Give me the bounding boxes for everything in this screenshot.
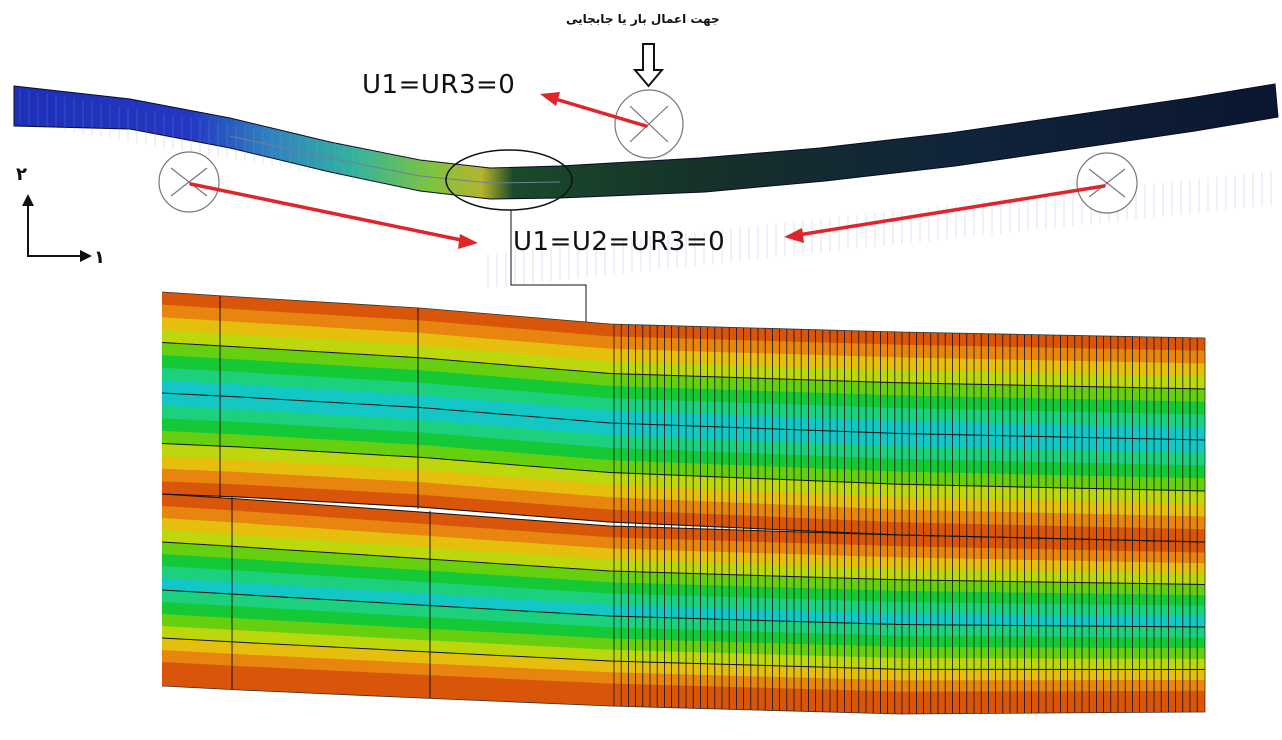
zoom-mesh [162,293,1205,714]
contour-band [162,614,1205,660]
mesh-row-line [162,443,1205,492]
contour-band [162,481,1205,543]
mesh-row-line [162,637,1205,670]
contour-band [162,329,1205,390]
contour-band [162,650,1205,693]
lamina-interface-line [162,493,1205,543]
contour-band [162,418,1205,479]
mesh-row-line [162,541,1205,585]
contour-band [162,405,1205,467]
roller-support-icon [1076,152,1138,214]
detail-leader [510,210,587,330]
contour-band [162,342,1205,403]
roller-condition-label: U1=UR3=0 [362,70,516,100]
contour-band [162,590,1205,639]
contour-band [162,367,1205,428]
detail-ellipse [445,149,573,211]
mesh-row-line [162,392,1205,441]
load-direction-label: جهت اعمال بار یا جابجایی [566,12,720,26]
contour-band [162,662,1205,704]
lower-lamina-bands [162,494,1205,714]
contour-band [162,530,1205,586]
contour-band [162,468,1205,530]
contour-band [162,602,1205,649]
bc-arrows [189,96,1106,243]
contour-band [162,304,1205,365]
contour-band [162,430,1205,492]
contour-band [162,566,1205,617]
arrow-heads [458,92,804,249]
contour-band [162,443,1205,505]
contour-band [162,542,1205,596]
contour-band [162,518,1205,575]
beam-body [13,83,1279,200]
zoomed-contour [162,292,1205,714]
mesh-row-line [162,342,1205,390]
beam-lamina-interface [229,135,561,184]
contour-band [162,380,1205,441]
mesh-row-line [162,589,1205,628]
contour-band [162,638,1205,681]
contour-band [162,506,1205,564]
roller-support-icon [158,151,220,213]
load-arrow-icon [632,43,665,88]
contour-band [162,626,1205,671]
contour-band [162,554,1205,607]
contour-band [162,494,1205,554]
contour-band [162,355,1205,416]
axis-triad-icon [22,194,92,262]
contour-band [162,578,1205,628]
support-condition-label: U1=U2=UR3=0 [513,227,726,257]
contour-band [162,317,1205,377]
contour-band [162,456,1205,518]
contour-band [162,674,1205,714]
axis-2-label: ۲ [16,164,27,185]
load-roller-icon [614,89,684,159]
zoom-outline [161,291,1206,715]
upper-lamina-bands [162,292,1205,543]
axis-1-label: ۱ [94,247,105,268]
contour-band [162,292,1205,352]
global-beam [13,83,1279,288]
